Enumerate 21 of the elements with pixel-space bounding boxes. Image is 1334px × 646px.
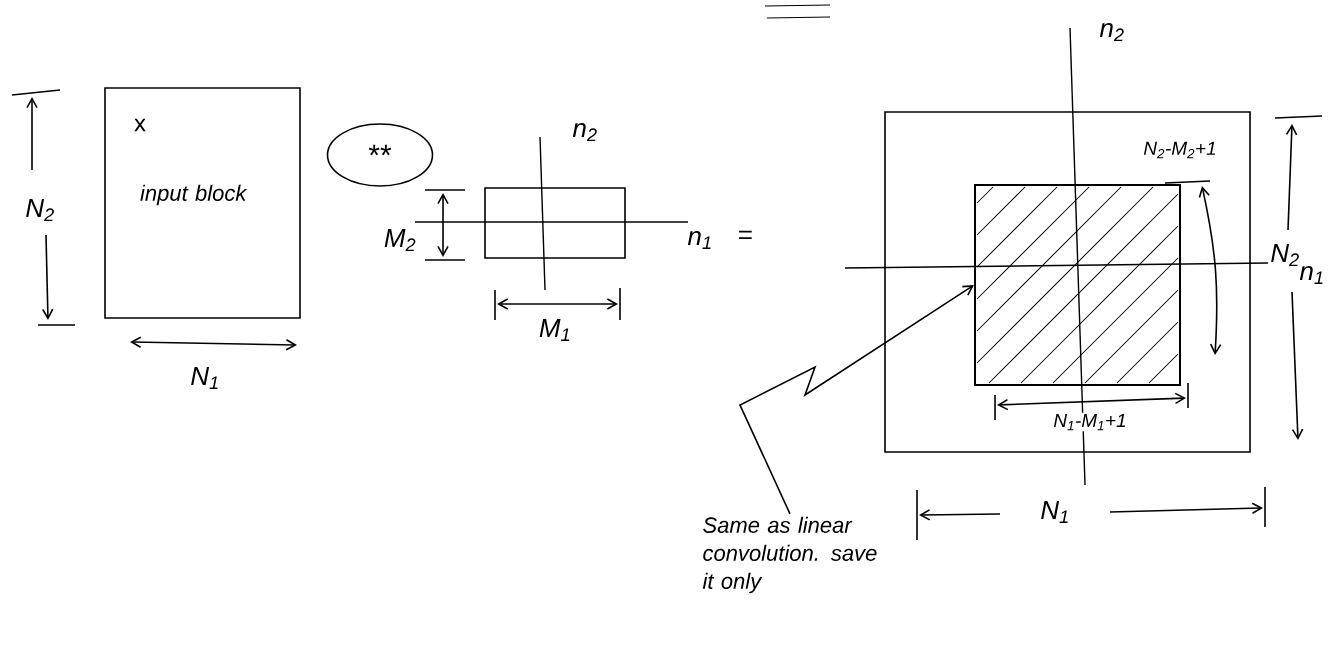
math-label: N$_{1}$: [1039, 500, 1071, 524]
hatched-box: [974, 184, 1181, 386]
note-text: Same as linear convolution. save it only: [702, 516, 877, 594]
text-label: input block: [140, 184, 248, 206]
math-label: M$_{1}$: [537, 318, 573, 342]
math-label: n$_{2}$: [571, 121, 599, 143]
output-box: [884, 111, 1251, 453]
math-label: N$_{2}$-M$_{2}$+1: [1142, 140, 1218, 160]
math-label: N$_{1}$: [189, 366, 221, 390]
kernel-box: [484, 187, 626, 259]
leader-arrow: [738, 285, 974, 515]
text-label: x: [134, 118, 146, 132]
math-label: M$_{2}$: [382, 228, 418, 252]
math-label: n$_{2}$: [1098, 21, 1126, 43]
math-label: =: [736, 229, 754, 245]
math-label: n$_{1}$: [1298, 265, 1326, 285]
circled-mark: **: [326, 123, 434, 187]
math-label: N$_{2}$: [24, 198, 56, 222]
math-label: N$_{1}$-M$_{1}$+1: [1052, 412, 1128, 432]
math-label: N$_{2}$: [1269, 243, 1301, 267]
math-label: n$_{1}$: [686, 230, 714, 250]
